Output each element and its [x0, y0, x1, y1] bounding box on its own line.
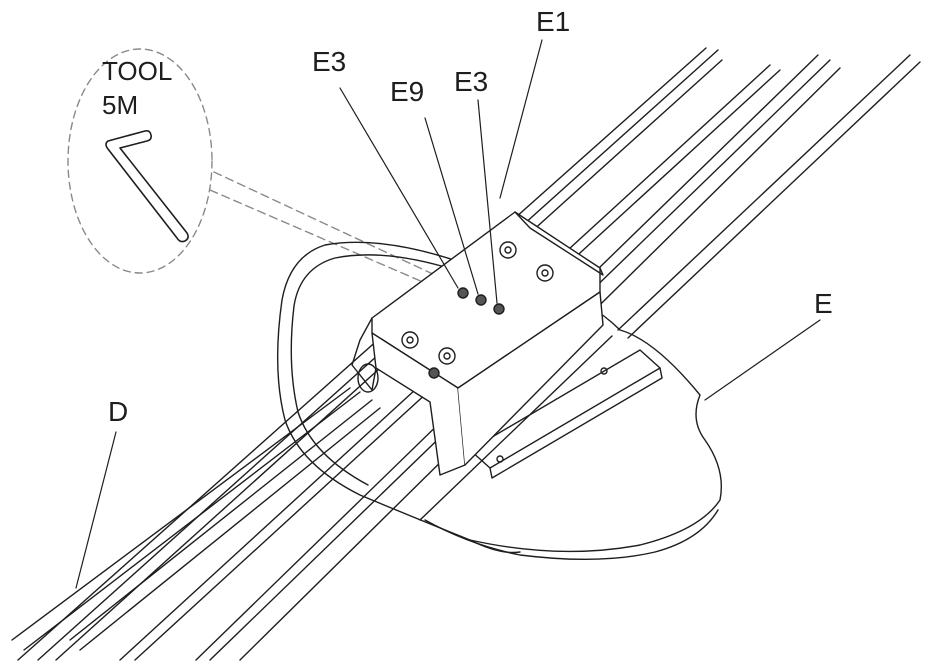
saddle-outline: [276, 241, 723, 553]
callout-e: E: [814, 288, 833, 319]
leader-e: [704, 319, 821, 401]
bolt-group: [401, 241, 554, 379]
plate-hole: [496, 455, 504, 463]
bolt-hole-e3-left: [457, 287, 469, 299]
leader-e9: [424, 117, 479, 295]
callout-e3-right: E3: [454, 66, 489, 97]
plate-hole: [600, 367, 608, 375]
tool-size-label: 5M: [102, 90, 139, 120]
bolt-head-inner: [406, 336, 414, 344]
tool-detail-callout: [67, 48, 453, 293]
tool-callout-circle: [67, 48, 213, 274]
bolt-head-inner: [504, 246, 512, 254]
bracket-roller: [357, 363, 379, 393]
bolt-head: [401, 331, 419, 349]
bracket-carriage: [351, 211, 604, 476]
tool-leader-upper: [213, 171, 453, 284]
bracket-clamp: [351, 317, 377, 391]
callout-d: D: [108, 396, 129, 427]
bolt-hole-e3-right: [493, 303, 505, 315]
inner-rail-line: [419, 335, 613, 521]
saddle-front-curve: [469, 539, 521, 554]
bolt-head: [536, 264, 554, 282]
leader-e3-left: [339, 87, 459, 289]
bolt-head: [499, 241, 517, 259]
rail-line: [17, 47, 707, 661]
saddle-mount-plate-edge: [489, 367, 663, 479]
callout-e1: E1: [536, 6, 571, 37]
tool-title-label: TOOL: [102, 56, 173, 86]
bolt-hole-lower: [428, 367, 440, 379]
rail-channel: [69, 399, 373, 641]
leader-e3-right: [477, 99, 498, 304]
bolt-hole-e9: [475, 294, 487, 306]
bolt-head: [438, 347, 456, 365]
saddle-inner-edge: [290, 254, 456, 486]
tool-leader-lower: [209, 189, 447, 293]
bolt-head-inner: [541, 269, 549, 277]
allen-key-icon: [105, 130, 189, 243]
leader-lines: [75, 39, 821, 589]
rail-channel: [79, 407, 381, 651]
inner-rail-line: [627, 61, 921, 339]
bracket-side-face: [457, 291, 604, 466]
bolt-head-inner: [443, 352, 451, 360]
bracket-rear: [514, 211, 604, 276]
leader-e1: [499, 39, 543, 199]
callout-e9: E9: [390, 76, 425, 107]
seat-saddle: [276, 241, 723, 561]
rail-channel: [23, 391, 361, 651]
callout-e3-left: E3: [312, 46, 347, 77]
rail-channel: [11, 387, 351, 641]
inner-rail-line: [617, 54, 911, 331]
leader-d: [75, 431, 117, 589]
